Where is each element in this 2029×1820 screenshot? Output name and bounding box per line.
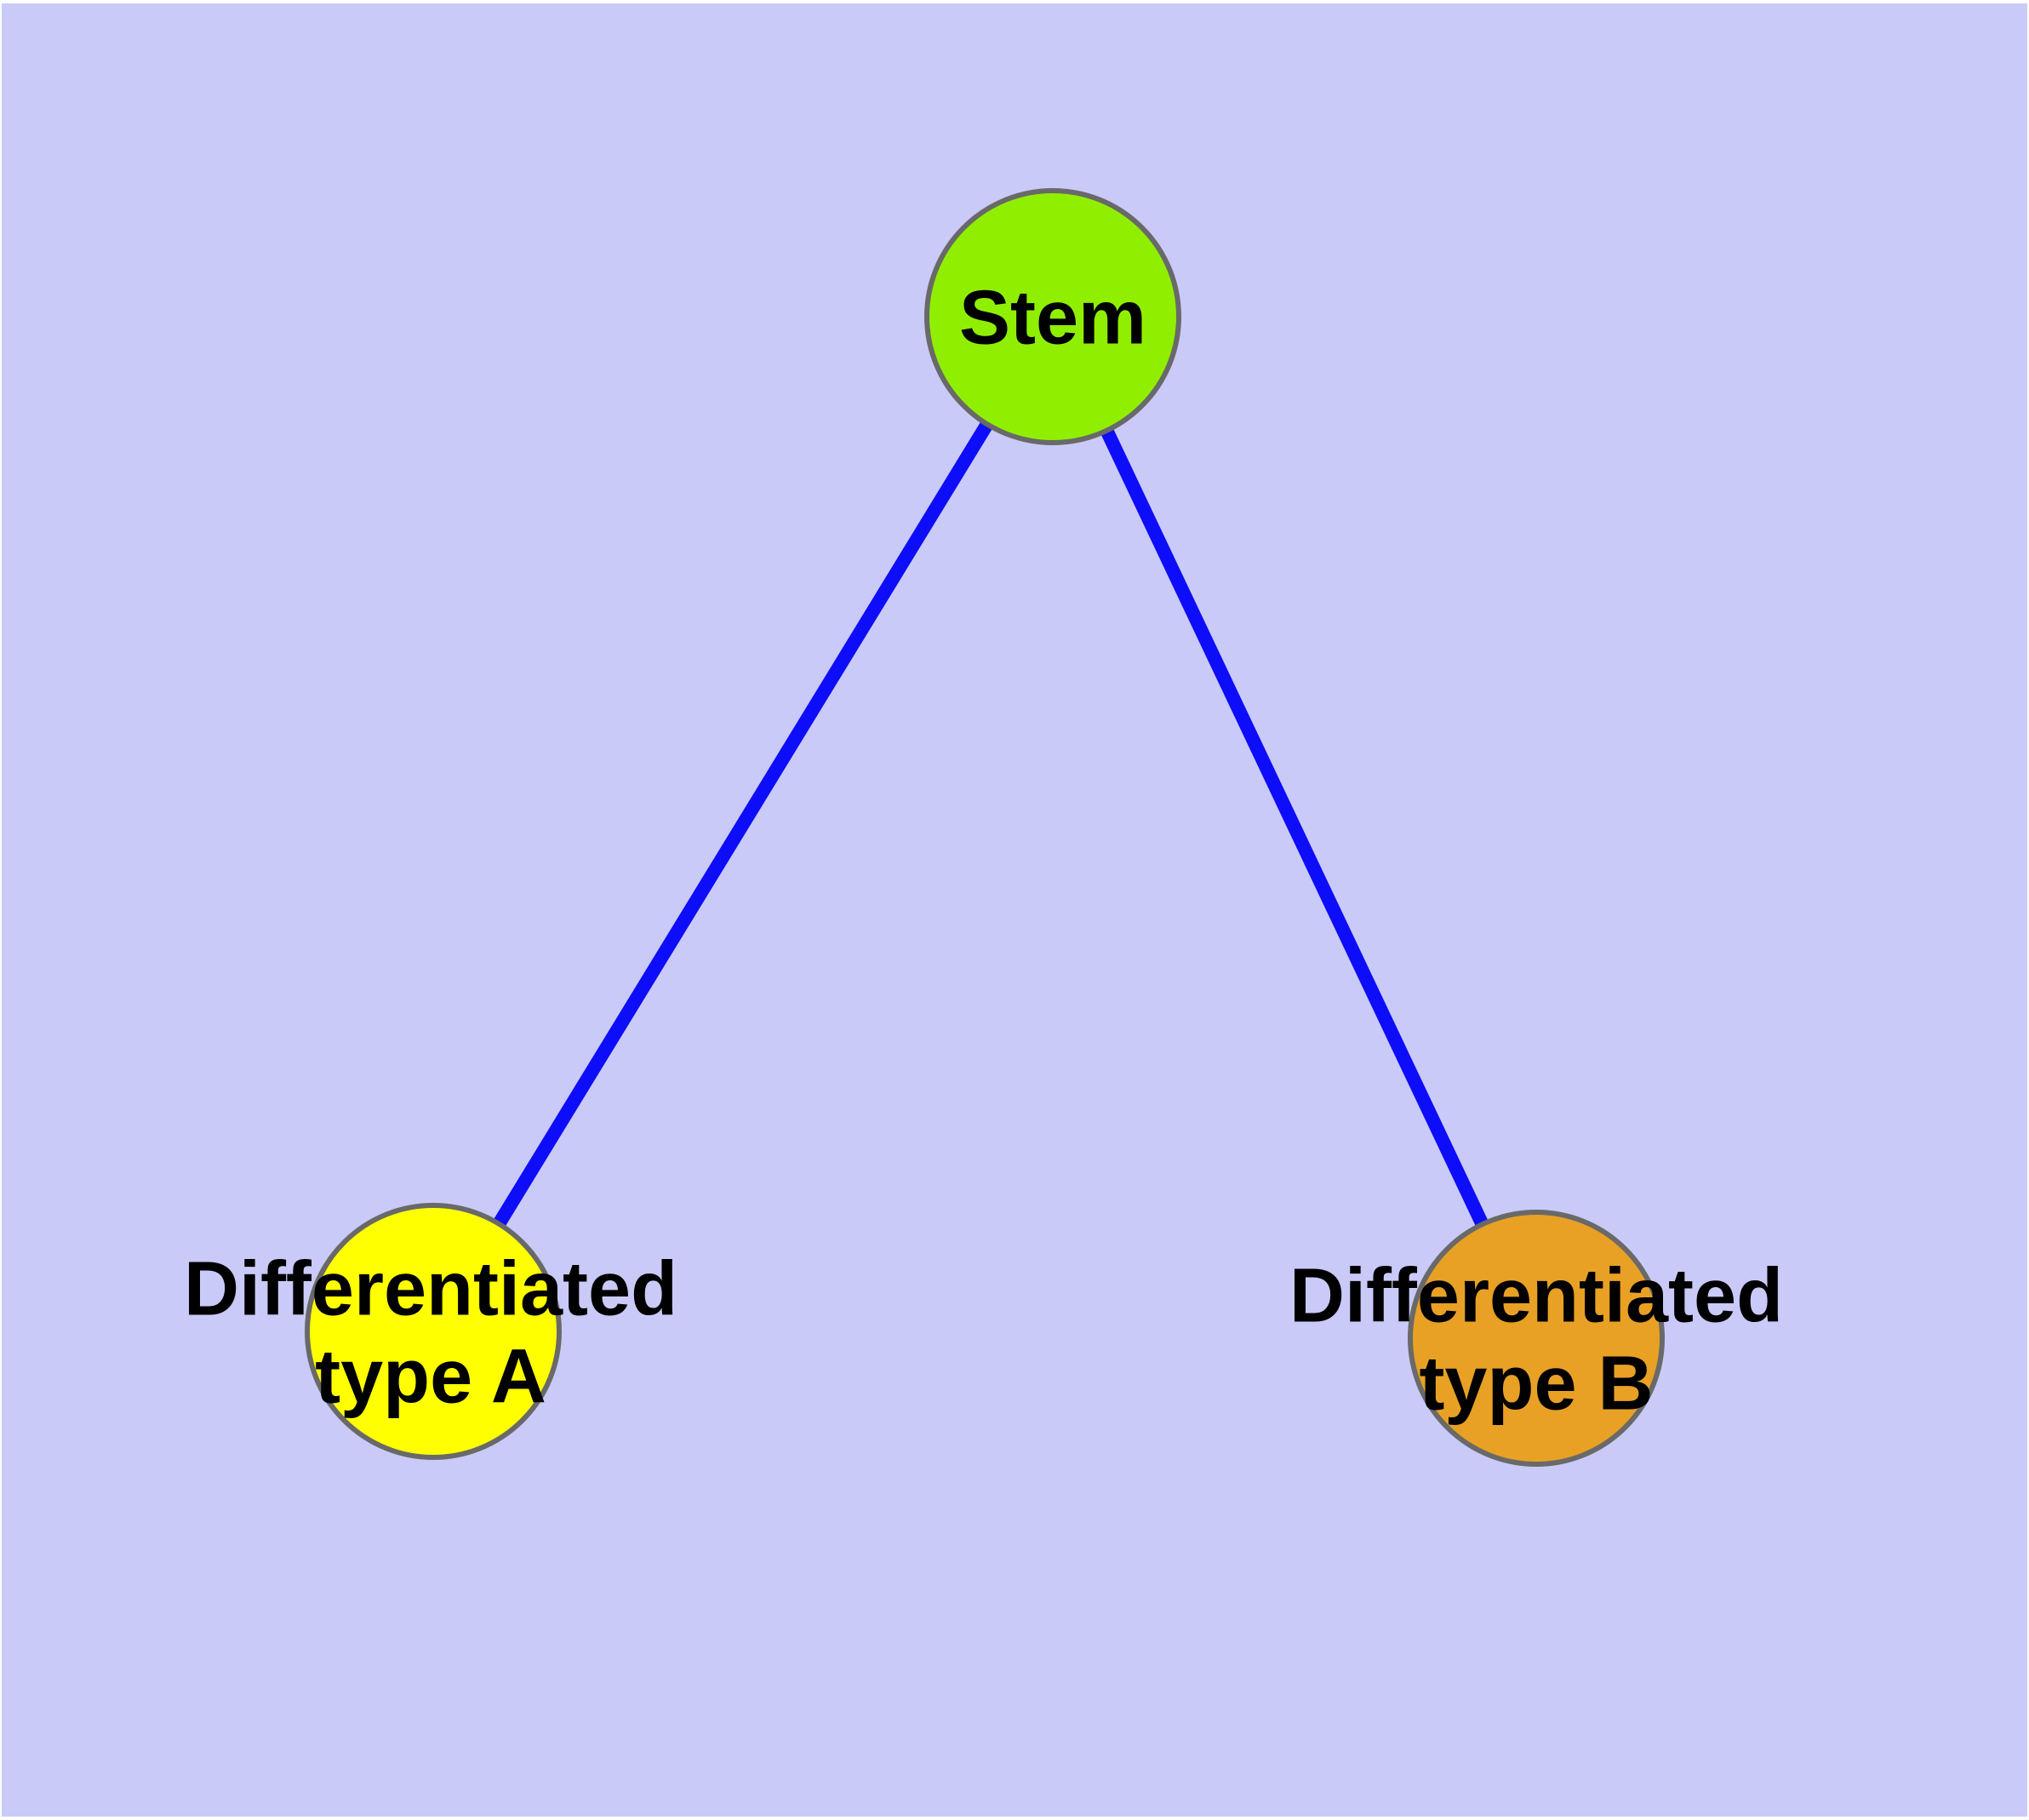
edge-stem-to-type-a (427, 312, 1059, 1336)
node-label-stem: Stem (959, 275, 1146, 363)
edge-stem-to-type-b (1046, 313, 1543, 1342)
node-label-differentiated-type-a: Differentiated type A (184, 1245, 677, 1420)
node-label-differentiated-type-b: Differentiated type B (1289, 1252, 1783, 1427)
node-label-type-a-line2: type A (315, 1334, 546, 1419)
node-label-stem-text: Stem (958, 275, 1147, 361)
node-label-type-a-line1: Differentiated (183, 1246, 678, 1332)
node-label-type-b-line2: type B (1419, 1341, 1654, 1426)
node-stem (924, 188, 1181, 445)
node-label-type-b-line1: Differentiated (1289, 1253, 1784, 1339)
node-differentiated-type-b (1408, 1210, 1665, 1467)
node-differentiated-type-a (305, 1203, 562, 1460)
